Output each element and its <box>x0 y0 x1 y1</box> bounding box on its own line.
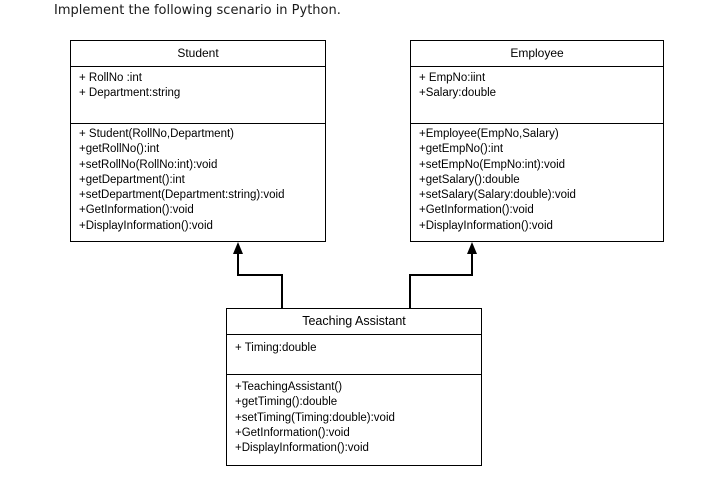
teaching-assistant-operation: +DisplayInformation():void <box>235 442 369 455</box>
teaching-assistant-operations: +TeachingAssistant() +getTiming():double… <box>227 375 481 456</box>
employee-operation: +setSalary(Salary:double):void <box>419 189 576 202</box>
student-class-name: Student <box>71 41 325 67</box>
employee-operation: +GetInformation():void <box>419 204 534 217</box>
teaching-assistant-class: Teaching Assistant + Timing:double +Teac… <box>226 308 482 466</box>
employee-operation: +getEmpNo():int <box>419 143 504 156</box>
teaching-assistant-operation: +TeachingAssistant() <box>235 381 343 393</box>
teaching-assistant-attribute: + Timing:double <box>235 342 317 354</box>
student-attribute: + RollNo :int <box>79 72 142 84</box>
page-heading: Implement the following scenario in Pyth… <box>54 3 341 18</box>
teaching-assistant-attributes: + Timing:double <box>227 335 481 375</box>
employee-class: Employee + EmpNo:iint +Salary:double +Em… <box>410 40 664 242</box>
teaching-assistant-operation: +getTiming():double <box>235 396 338 409</box>
student-operation: +setRollNo(RollNo:int):void <box>79 158 218 171</box>
student-operations: + Student(RollNo,Department) +getRollNo(… <box>71 124 325 234</box>
employee-operation: +getSalary():double <box>419 173 520 186</box>
teaching-assistant-class-name: Teaching Assistant <box>227 309 481 335</box>
arrowhead-employee <box>467 242 477 254</box>
student-operation: + Student(RollNo,Department) <box>79 128 235 140</box>
connector-ta-to-student <box>237 252 283 308</box>
teaching-assistant-operation: +setTiming(Timing:double):void <box>235 411 395 424</box>
employee-attribute: +Salary:double <box>419 87 497 100</box>
student-operation: +DisplayInformation():void <box>79 219 213 232</box>
employee-class-name: Employee <box>411 41 663 67</box>
student-operation: +getDepartment():int <box>79 173 185 186</box>
student-operation: +setDepartment(Department:string):void <box>79 189 285 202</box>
teaching-assistant-operation: +GetInformation():void <box>235 426 350 439</box>
arrowhead-student <box>233 242 243 254</box>
employee-operation: +setEmpNo(EmpNo:int):void <box>419 158 566 171</box>
student-operation: +getRollNo():int <box>79 143 160 156</box>
student-attribute: + Department:string <box>79 87 181 100</box>
employee-operation: +DisplayInformation():void <box>419 219 553 232</box>
student-class: Student + RollNo :int + Department:strin… <box>70 40 326 242</box>
employee-attribute: + EmpNo:iint <box>419 72 486 84</box>
student-attributes: + RollNo :int + Department:string <box>71 67 325 124</box>
student-operation: +GetInformation():void <box>79 204 194 217</box>
employee-operation: +Employee(EmpNo,Salary) <box>419 128 559 140</box>
employee-operations: +Employee(EmpNo,Salary) +getEmpNo():int … <box>411 124 663 234</box>
employee-attributes: + EmpNo:iint +Salary:double <box>411 67 663 124</box>
connector-ta-to-employee <box>409 252 473 308</box>
